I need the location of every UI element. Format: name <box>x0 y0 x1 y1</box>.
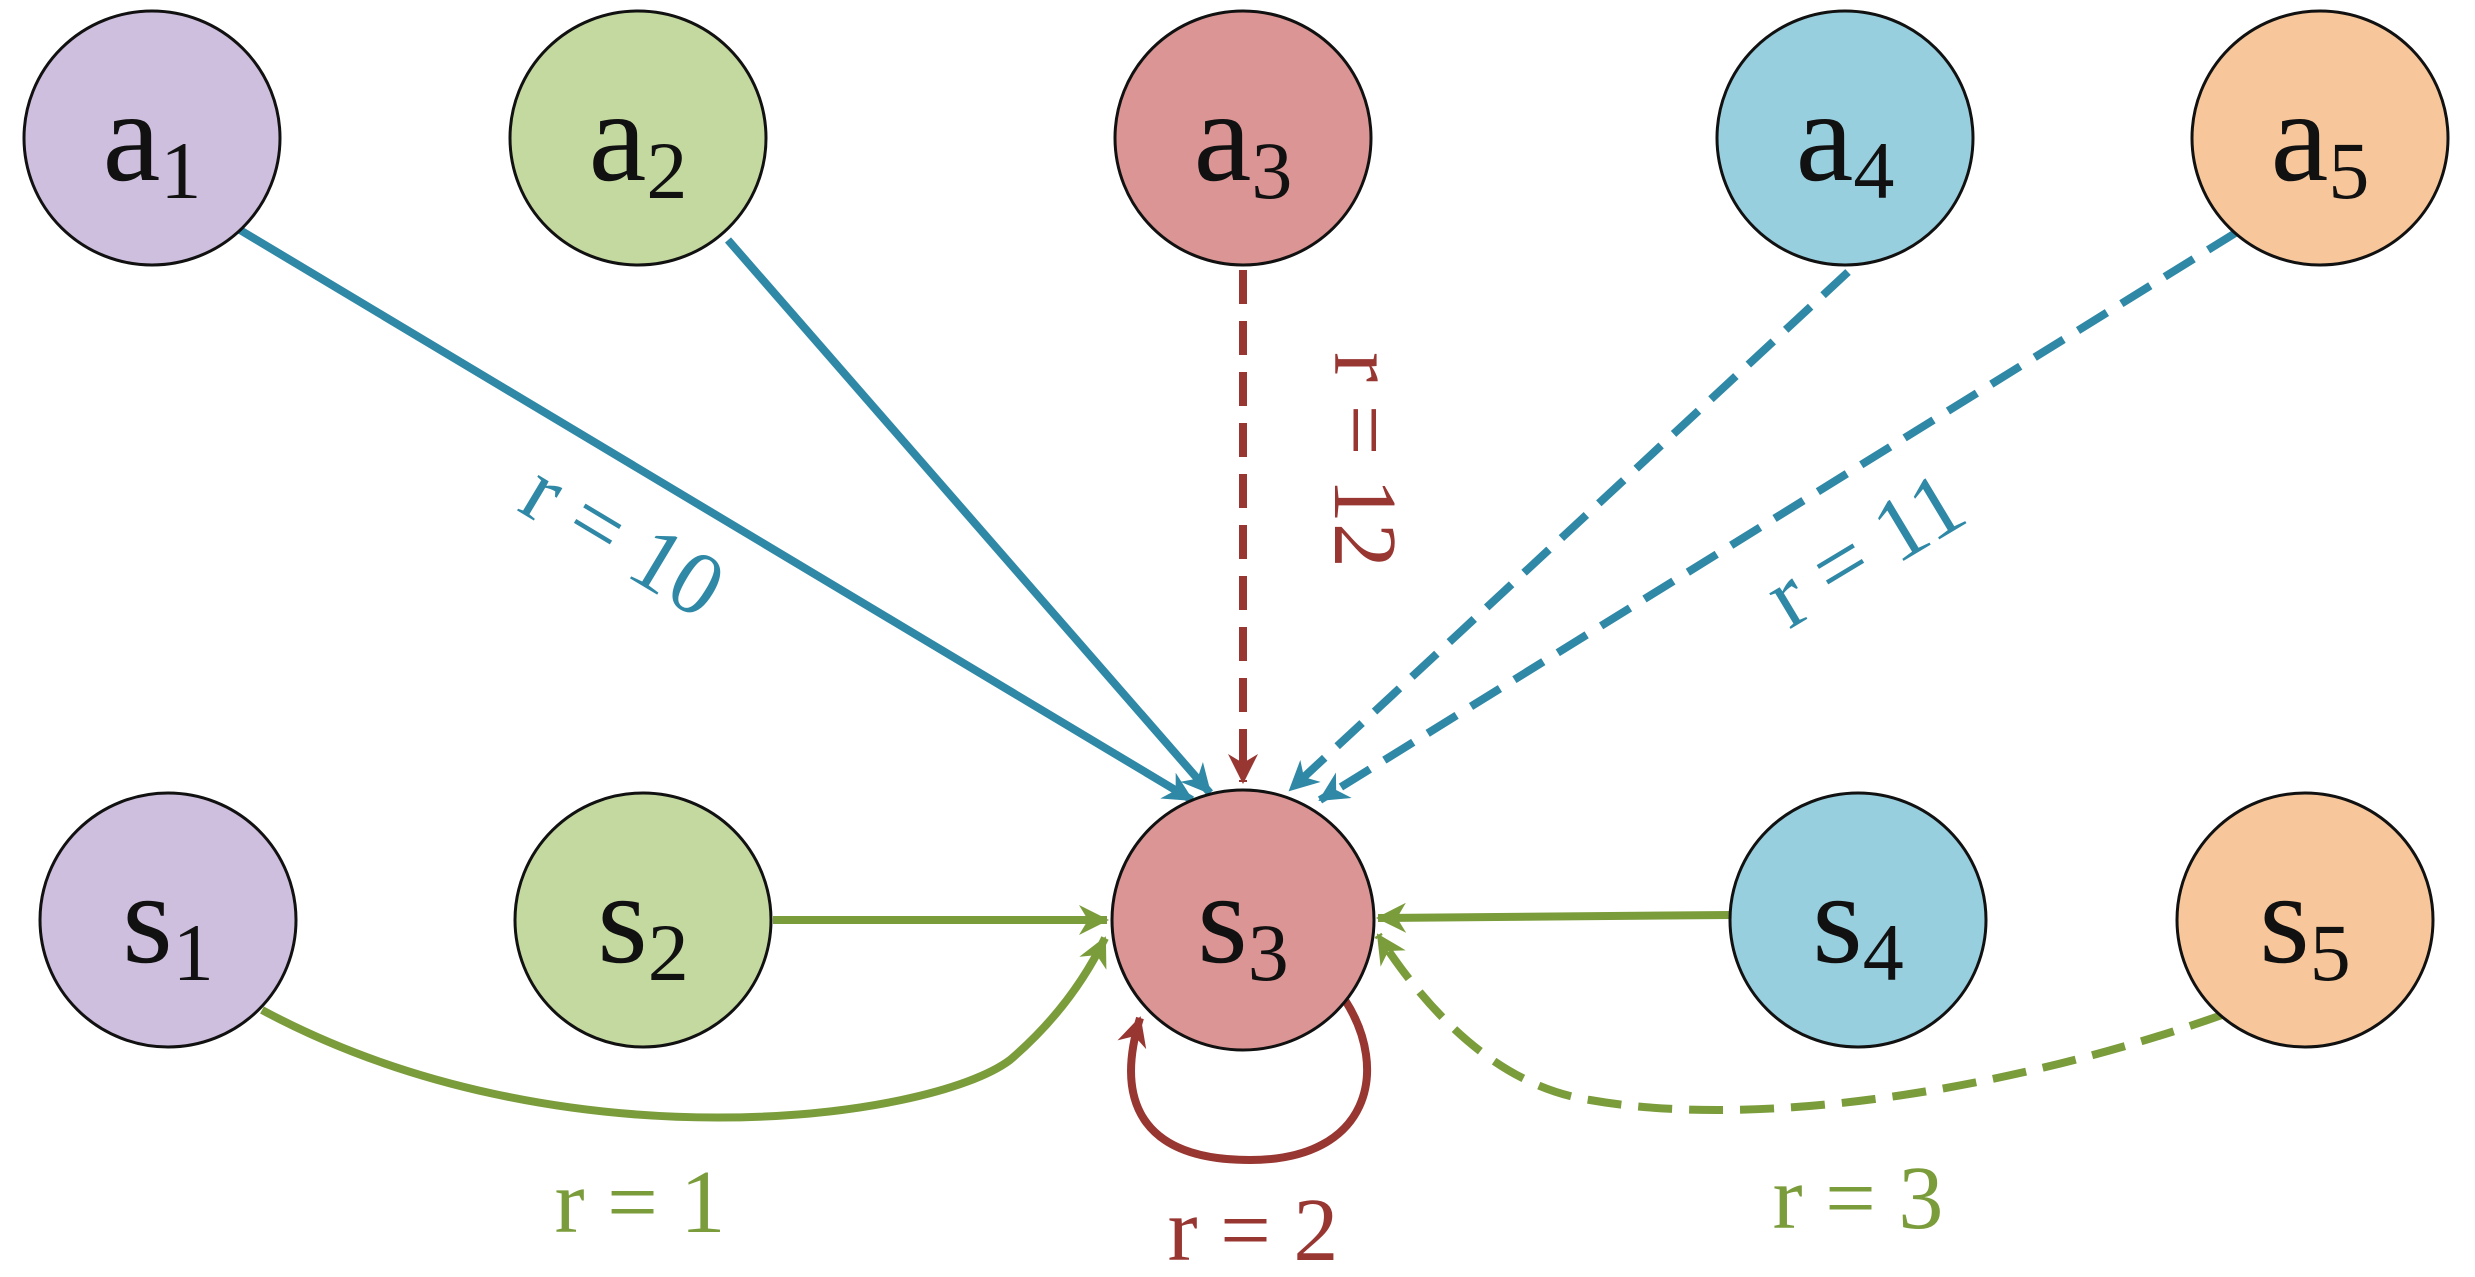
node-label: a4 <box>1796 65 1895 216</box>
node-circle <box>1113 9 1373 267</box>
node-circle <box>2175 791 2435 1049</box>
node-circle <box>1715 9 1975 267</box>
node-label: s3 <box>1197 847 1289 998</box>
node-circle <box>1728 791 1988 1049</box>
node-a2: a2 <box>508 9 768 267</box>
edge-a2-to-s3 <box>724 237 1214 796</box>
edge-label-a1-s3: r = 10 <box>505 442 741 638</box>
edge-label-s5-s3: r = 3 <box>1773 1149 1944 1248</box>
edges <box>232 223 2240 1165</box>
nodes: a1 a2 a3 a4 a5 <box>22 9 2450 1052</box>
node-circle <box>508 9 768 267</box>
node-s2: s2 <box>513 791 773 1049</box>
node-a5: a5 <box>2190 9 2450 267</box>
node-s4: s4 <box>1728 791 1988 1049</box>
edge-a5-to-s3 <box>1317 228 2240 804</box>
node-s1: s1 <box>38 791 298 1049</box>
node-label: s2 <box>597 847 689 998</box>
node-s3: s3 <box>1110 788 1376 1052</box>
edge-a4-to-s3 <box>1287 269 1851 793</box>
edge-label-s1-s3: r = 1 <box>555 1153 726 1252</box>
edge-s4-to-s3 <box>1376 902 1731 933</box>
node-label: s1 <box>122 847 214 998</box>
node-circle <box>22 9 282 267</box>
node-circle <box>1110 788 1376 1052</box>
node-a3: a3 <box>1113 9 1373 267</box>
node-label: a2 <box>589 65 688 216</box>
node-label: a3 <box>1194 65 1293 216</box>
node-circle <box>2190 9 2450 267</box>
node-label: a5 <box>2271 65 2370 216</box>
edge-label-a3-s3: r = 12 <box>1315 352 1414 568</box>
edge-s1-to-s3 <box>260 936 1109 1122</box>
edge-s3-self-loop <box>1117 997 1372 1165</box>
edge-s5-to-s3 <box>1374 932 2224 1115</box>
node-s5: s5 <box>2175 791 2435 1049</box>
edge-label-a5-s3: r = 11 <box>1748 453 1981 647</box>
node-label: a1 <box>103 65 202 216</box>
edge-label-s3-self: r = 2 <box>1168 1181 1339 1277</box>
node-a1: a1 <box>22 9 282 267</box>
node-label: s5 <box>2259 847 2351 998</box>
edge-a1-to-s3 <box>232 223 1195 804</box>
node-a4: a4 <box>1715 9 1975 267</box>
node-label: s4 <box>1812 847 1904 998</box>
node-circle <box>38 791 298 1049</box>
node-circle <box>513 791 773 1049</box>
